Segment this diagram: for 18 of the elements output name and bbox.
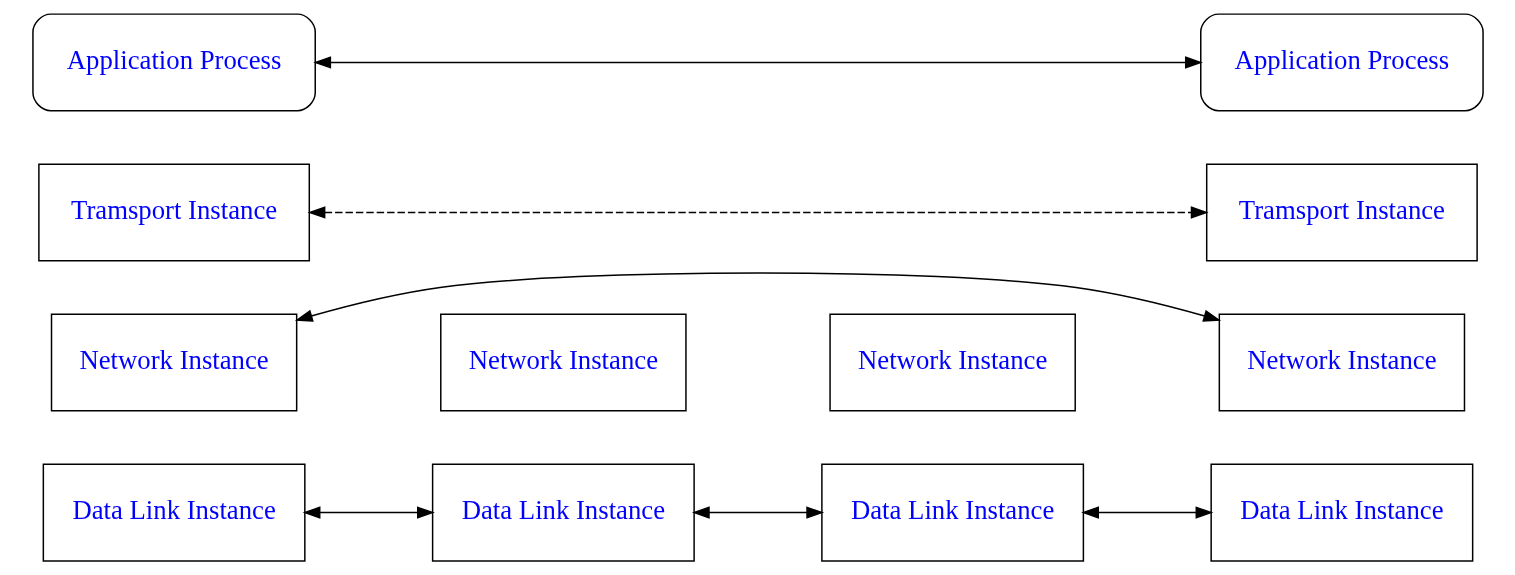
node-box: Application Process — [1199, 13, 1484, 112]
node-box: Network Instance — [828, 313, 1076, 412]
node-box: Data Link Instance — [431, 463, 695, 562]
node-box: Data Link Instance — [1209, 463, 1473, 562]
node-box: Data Link Instance — [820, 463, 1084, 562]
arrow — [1080, 506, 1213, 519]
arrow — [691, 506, 824, 519]
node-box: Application Process — [31, 13, 316, 112]
node-box: Data Link Instance — [42, 463, 306, 562]
node-box: Network Instance — [1218, 313, 1465, 412]
node-box: Network Instance — [50, 313, 297, 412]
arrow — [294, 272, 1221, 322]
node-box: Network Instance — [439, 313, 687, 412]
arrow — [302, 506, 435, 519]
node-box: Tramsport Instance — [1205, 163, 1478, 262]
arrow — [312, 56, 1203, 69]
arrow — [307, 206, 1209, 219]
node-box: Tramsport Instance — [37, 163, 310, 262]
